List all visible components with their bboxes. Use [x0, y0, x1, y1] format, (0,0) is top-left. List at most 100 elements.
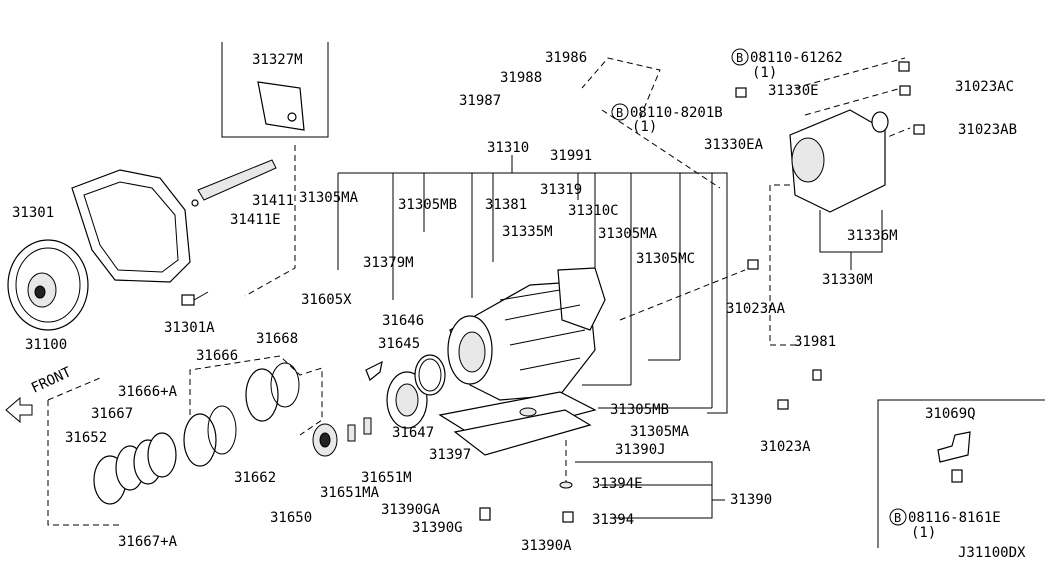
- part-callout-31651m[interactable]: 31651M: [361, 470, 412, 486]
- part-number-label[interactable]: 31647: [392, 425, 434, 441]
- part-number-label[interactable]: 31666: [196, 348, 238, 364]
- part-number-label[interactable]: 31645: [378, 336, 420, 352]
- part-callout-31991[interactable]: 31991: [550, 148, 592, 164]
- part-callout-31397[interactable]: 31397: [429, 447, 471, 463]
- part-callout-31668[interactable]: 31668: [256, 331, 298, 347]
- part-number-label[interactable]: 31319: [540, 182, 582, 198]
- part-callout-31023ac[interactable]: 31023AC: [955, 79, 1014, 95]
- part-number-label[interactable]: 31390GA: [381, 502, 441, 518]
- part-callout-31411[interactable]: 31411: [252, 193, 294, 209]
- part-number-label[interactable]: 31411: [252, 193, 294, 209]
- part-callout-31305ma-3[interactable]: 31305MA: [630, 424, 690, 440]
- part-number-label[interactable]: 31650: [270, 510, 312, 526]
- part-number-label[interactable]: 31411E: [230, 212, 281, 228]
- part-number-label[interactable]: 31379M: [363, 255, 414, 271]
- part-number-label[interactable]: 31390: [730, 492, 772, 508]
- part-number-label[interactable]: 31667: [91, 406, 133, 422]
- part-callout-31390a[interactable]: 31390A: [521, 538, 572, 554]
- part-number-label[interactable]: 31394E: [592, 476, 643, 492]
- part-number-label[interactable]: 31023A: [760, 439, 811, 455]
- part-callout-31651ma[interactable]: 31651MA: [320, 485, 380, 501]
- part-callout-31986[interactable]: 31986: [545, 50, 587, 66]
- part-callout-31666[interactable]: 31666: [196, 348, 238, 364]
- part-number-label[interactable]: 31023AA: [726, 301, 786, 317]
- part-number-label[interactable]: 31330E: [768, 83, 819, 99]
- part-number-label[interactable]: 31988: [500, 70, 542, 86]
- part-callout-31390ga[interactable]: 31390GA: [381, 502, 441, 518]
- part-callout-31301[interactable]: 31301: [12, 205, 54, 221]
- part-number-label[interactable]: 31330EA: [704, 137, 764, 153]
- part-callout-31305ma-2[interactable]: 31305MA: [598, 226, 658, 242]
- part-callout-31650[interactable]: 31650: [270, 510, 312, 526]
- part-number-label[interactable]: 31301A: [164, 320, 215, 336]
- part-callout-31069q[interactable]: 31069Q: [925, 406, 976, 422]
- part-number-label[interactable]: 31662: [234, 470, 276, 486]
- part-callout-31305mb-1[interactable]: 31305MB: [398, 197, 457, 213]
- part-number-label[interactable]: 31651MA: [320, 485, 380, 501]
- part-number-label[interactable]: 31605X: [301, 292, 352, 308]
- part-number-label[interactable]: 31305MB: [398, 197, 457, 213]
- part-callout-31330m[interactable]: 31330M: [822, 272, 873, 288]
- part-number-label[interactable]: 31305MA: [598, 226, 658, 242]
- part-callout-31305ma-1[interactable]: 31305MA: [299, 190, 359, 206]
- part-number-label[interactable]: 31023AC: [955, 79, 1014, 95]
- part-callout-31394e[interactable]: 31394E: [592, 476, 643, 492]
- part-callout-31647[interactable]: 31647: [392, 425, 434, 441]
- part-callout-31666a[interactable]: 31666+A: [118, 384, 178, 400]
- part-callout-31330e[interactable]: 31330E: [768, 83, 819, 99]
- part-number-label[interactable]: 31390G: [412, 520, 463, 536]
- part-number-label[interactable]: 31310: [487, 140, 529, 156]
- part-callout-31652[interactable]: 31652: [65, 430, 107, 446]
- part-callout-31645[interactable]: 31645: [378, 336, 420, 352]
- part-callout-31662[interactable]: 31662: [234, 470, 276, 486]
- part-number-label[interactable]: (1): [911, 525, 936, 541]
- part-callout-31667[interactable]: 31667: [91, 406, 133, 422]
- part-number-label[interactable]: (1): [752, 65, 777, 81]
- part-number-label[interactable]: 31335M: [502, 224, 553, 240]
- part-number-label[interactable]: 08110-8201B: [630, 105, 723, 121]
- part-callout-b-08110-8201b-qty[interactable]: (1): [632, 119, 657, 135]
- part-callout-31394[interactable]: 31394: [592, 512, 634, 528]
- part-callout-31023a[interactable]: 31023A: [760, 439, 811, 455]
- part-number-label[interactable]: 31305MC: [636, 251, 695, 267]
- part-number-label[interactable]: 08110-61262: [750, 50, 843, 66]
- part-number-label[interactable]: 31986: [545, 50, 587, 66]
- part-number-label[interactable]: 31666+A: [118, 384, 178, 400]
- part-callout-31390j[interactable]: 31390J: [615, 442, 666, 458]
- part-callout-31305mb-2[interactable]: 31305MB: [610, 402, 669, 418]
- part-number-label[interactable]: 31667+A: [118, 534, 178, 550]
- part-number-label[interactable]: 31381: [485, 197, 527, 213]
- part-number-label[interactable]: 31301: [12, 205, 54, 221]
- part-number-label[interactable]: 31305MB: [610, 402, 669, 418]
- part-callout-b-08110-61262-qty[interactable]: (1): [752, 65, 777, 81]
- part-number-label[interactable]: 31394: [592, 512, 634, 528]
- part-callout-31305mc[interactable]: 31305MC: [636, 251, 695, 267]
- part-callout-31381[interactable]: 31381: [485, 197, 527, 213]
- part-callout-31301a[interactable]: 31301A: [164, 320, 215, 336]
- part-number-label[interactable]: 31668: [256, 331, 298, 347]
- part-number-label[interactable]: 31652: [65, 430, 107, 446]
- part-number-label[interactable]: 31390J: [615, 442, 666, 458]
- part-number-label[interactable]: 31023AB: [958, 122, 1017, 138]
- part-number-label[interactable]: 31327M: [252, 52, 303, 68]
- part-callout-31667a[interactable]: 31667+A: [118, 534, 178, 550]
- part-callout-31023ab[interactable]: 31023AB: [958, 122, 1017, 138]
- part-callout-31310[interactable]: 31310: [487, 140, 529, 156]
- part-callout-b-08116-8161e-qty[interactable]: (1): [911, 525, 936, 541]
- part-callout-31390[interactable]: 31390: [730, 492, 772, 508]
- part-number-label[interactable]: 31390A: [521, 538, 572, 554]
- part-number-label[interactable]: 31981: [794, 334, 836, 350]
- part-callout-31981[interactable]: 31981: [794, 334, 836, 350]
- part-number-label[interactable]: 31330M: [822, 272, 873, 288]
- part-callout-31336m[interactable]: 31336M: [847, 228, 898, 244]
- part-callout-31327m[interactable]: 31327M: [252, 52, 303, 68]
- part-number-label[interactable]: 31336M: [847, 228, 898, 244]
- part-number-label[interactable]: (1): [632, 119, 657, 135]
- part-callout-31411e[interactable]: 31411E: [230, 212, 281, 228]
- part-number-label[interactable]: 31100: [25, 337, 67, 353]
- part-callout-31987[interactable]: 31987: [459, 93, 501, 109]
- part-callout-31605x[interactable]: 31605X: [301, 292, 352, 308]
